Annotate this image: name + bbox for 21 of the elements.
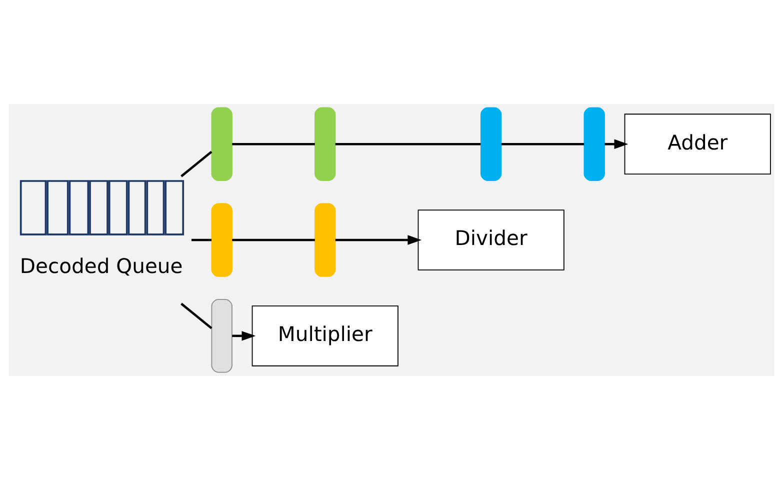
connector <box>232 142 315 145</box>
node-box: Divider <box>418 209 564 270</box>
node-box: Multiplier <box>252 304 398 366</box>
connector <box>180 150 212 177</box>
node-box: Adder <box>624 113 771 174</box>
connector <box>191 238 212 241</box>
node-bar <box>211 106 232 180</box>
node-bar <box>211 298 232 372</box>
arrow <box>604 138 628 148</box>
connector <box>501 142 584 145</box>
connector <box>180 302 212 329</box>
node-label: Decoded Queue <box>20 253 183 278</box>
node-bar <box>211 202 232 276</box>
node-bar <box>314 202 336 276</box>
arrow <box>232 330 256 340</box>
node-bar <box>584 106 605 180</box>
connector <box>232 238 315 241</box>
connector <box>335 142 481 145</box>
node-bar <box>314 106 336 180</box>
arrow <box>335 234 422 244</box>
node-bar <box>480 106 502 180</box>
